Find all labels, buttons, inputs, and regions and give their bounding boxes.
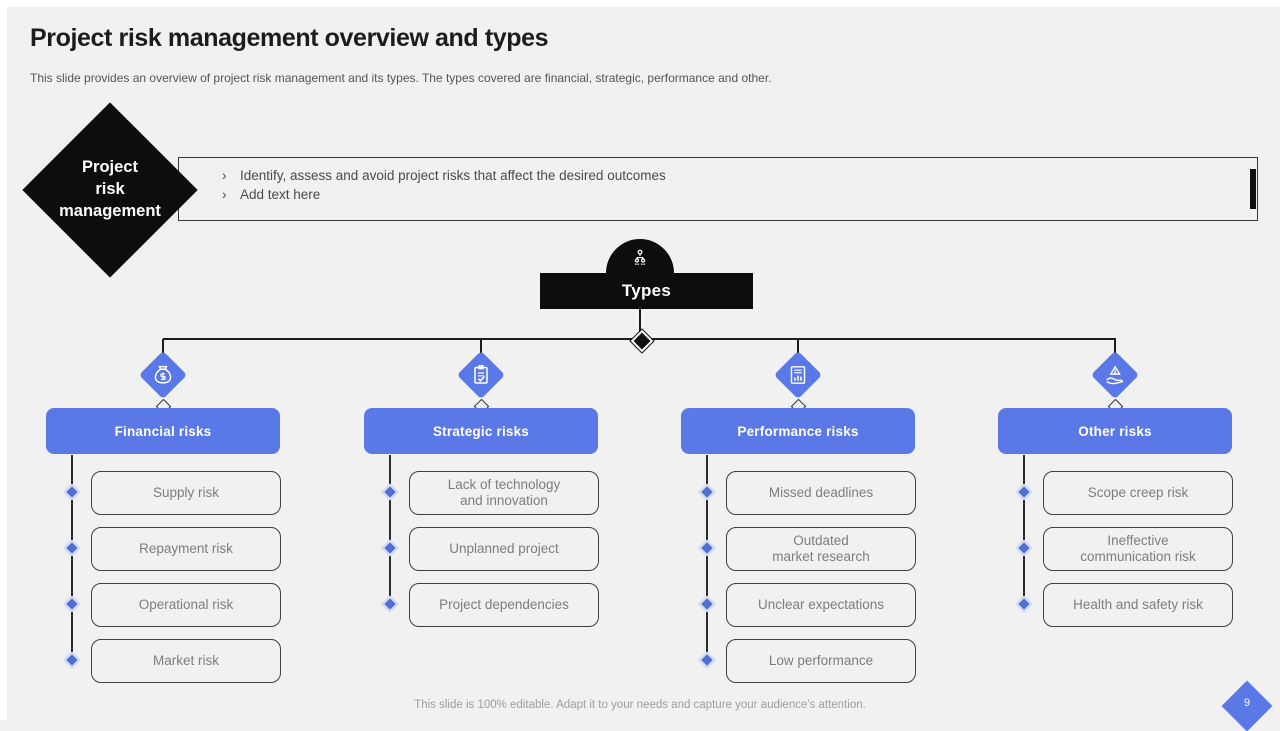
page-number: 9 bbox=[1243, 697, 1251, 709]
rail-diamond bbox=[1015, 595, 1033, 613]
connector-stub bbox=[162, 339, 164, 353]
bullet-item: › Identify, assess and avoid project ris… bbox=[222, 166, 1122, 185]
slide-edge-left bbox=[0, 0, 7, 720]
risk-item-box[interactable]: Supply risk bbox=[91, 471, 281, 515]
rail-diamond bbox=[381, 539, 399, 557]
risk-item-box[interactable]: Health and safety risk bbox=[1043, 583, 1233, 627]
money-bag-icon bbox=[154, 365, 172, 384]
types-dome-shape[interactable] bbox=[606, 239, 674, 273]
risk-item-box[interactable]: Ineffective communication risk bbox=[1043, 527, 1233, 571]
risk-item-box[interactable]: Repayment risk bbox=[91, 527, 281, 571]
other-risks-header[interactable]: Other risks bbox=[998, 408, 1232, 454]
chevron-bullet-icon: › bbox=[222, 168, 227, 183]
rail-diamond bbox=[63, 651, 81, 669]
performance-rail bbox=[706, 455, 708, 661]
report-chart-icon bbox=[790, 366, 806, 384]
risk-item-box[interactable]: Missed deadlines bbox=[726, 471, 916, 515]
rail-diamond bbox=[63, 595, 81, 613]
page-title: Project risk management overview and typ… bbox=[30, 24, 549, 52]
rail-diamond bbox=[381, 595, 399, 613]
footer-note: This slide is 100% editable. Adapt it to… bbox=[414, 699, 866, 711]
bullet-text: Identify, assess and avoid project risks… bbox=[240, 168, 666, 183]
other-rail bbox=[1023, 455, 1025, 605]
performance-risks-header[interactable]: Performance risks bbox=[681, 408, 915, 454]
risk-item-box[interactable]: Unclear expectations bbox=[726, 583, 916, 627]
clipboard-check-icon bbox=[474, 365, 488, 384]
financial-risks-header[interactable]: Financial risks bbox=[46, 408, 280, 454]
rail-diamond bbox=[698, 539, 716, 557]
overview-bullet-list[interactable]: › Identify, assess and avoid project ris… bbox=[222, 166, 1122, 204]
bullet-item: › Add text here bbox=[222, 185, 1122, 204]
page-subtitle: This slide provides an overview of proje… bbox=[30, 71, 772, 85]
risk-item-box[interactable]: Lack of technology and innovation bbox=[409, 471, 599, 515]
strategic-risks-header[interactable]: Strategic risks bbox=[364, 408, 598, 454]
connector-stub bbox=[480, 339, 482, 353]
hand-risk-icon bbox=[1106, 365, 1124, 385]
rail-diamond bbox=[698, 483, 716, 501]
rail-diamond bbox=[63, 539, 81, 557]
risk-item-box[interactable]: Market risk bbox=[91, 639, 281, 683]
connector-center-diamond bbox=[629, 328, 655, 354]
risk-item-box[interactable]: Project dependencies bbox=[409, 583, 599, 627]
project-risk-management-label: Project risk management bbox=[59, 158, 161, 220]
rail-diamond bbox=[63, 483, 81, 501]
risk-item-box[interactable]: Low performance bbox=[726, 639, 916, 683]
connector-types-stem bbox=[639, 309, 641, 339]
risk-item-box[interactable]: Outdated market research bbox=[726, 527, 916, 571]
rail-diamond bbox=[1015, 539, 1033, 557]
chevron-bullet-icon: › bbox=[222, 187, 227, 202]
risk-item-box[interactable]: Unplanned project bbox=[409, 527, 599, 571]
slide-edge-top bbox=[0, 0, 1280, 7]
risk-item-box[interactable]: Operational risk bbox=[91, 583, 281, 627]
rail-diamond bbox=[698, 651, 716, 669]
strategic-rail bbox=[389, 455, 391, 605]
types-title-bar[interactable]: Types bbox=[540, 273, 753, 309]
connector-stub bbox=[1114, 339, 1116, 353]
rail-diamond bbox=[381, 483, 399, 501]
connector-stub bbox=[797, 339, 799, 353]
financial-rail bbox=[71, 455, 73, 661]
risk-item-box[interactable]: Scope creep risk bbox=[1043, 471, 1233, 515]
rail-diamond bbox=[1015, 483, 1033, 501]
accent-bar bbox=[1250, 169, 1256, 209]
org-chart-icon bbox=[634, 249, 646, 265]
bullet-text-placeholder[interactable]: Add text here bbox=[240, 187, 321, 202]
rail-diamond bbox=[698, 595, 716, 613]
